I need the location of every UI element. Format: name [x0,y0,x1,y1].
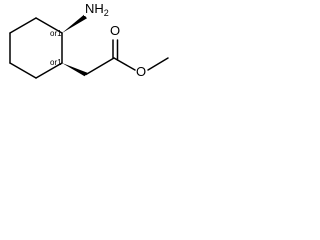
molecule-structure: NH2 O O or1 or1 [9,0,169,79]
cyclohexane-ring [9,17,63,79]
sidechain-wedge-bond [62,63,88,77]
amine-subscript: 2 [104,8,109,18]
ring-bond [9,62,37,79]
amine-wedge-bond [62,14,87,34]
carbonyl-ester-oxygen-bond [113,57,136,71]
stereo-label-sidechain-carbon: or1 [50,58,62,67]
ch2-carbonyl-bond [85,57,115,76]
amine-main-text: NH [85,1,104,16]
stereo-label-amine-carbon: or1 [50,29,62,38]
ring-bond [35,62,63,79]
ester-oxygen-methyl-bond [147,57,169,71]
ring-bond [35,17,63,34]
ring-bond [9,17,37,34]
ester-oxygen-label: O [136,64,146,79]
carbonyl-oxygen-label: O [110,23,120,38]
amine-group-label: NH2 [85,1,109,18]
